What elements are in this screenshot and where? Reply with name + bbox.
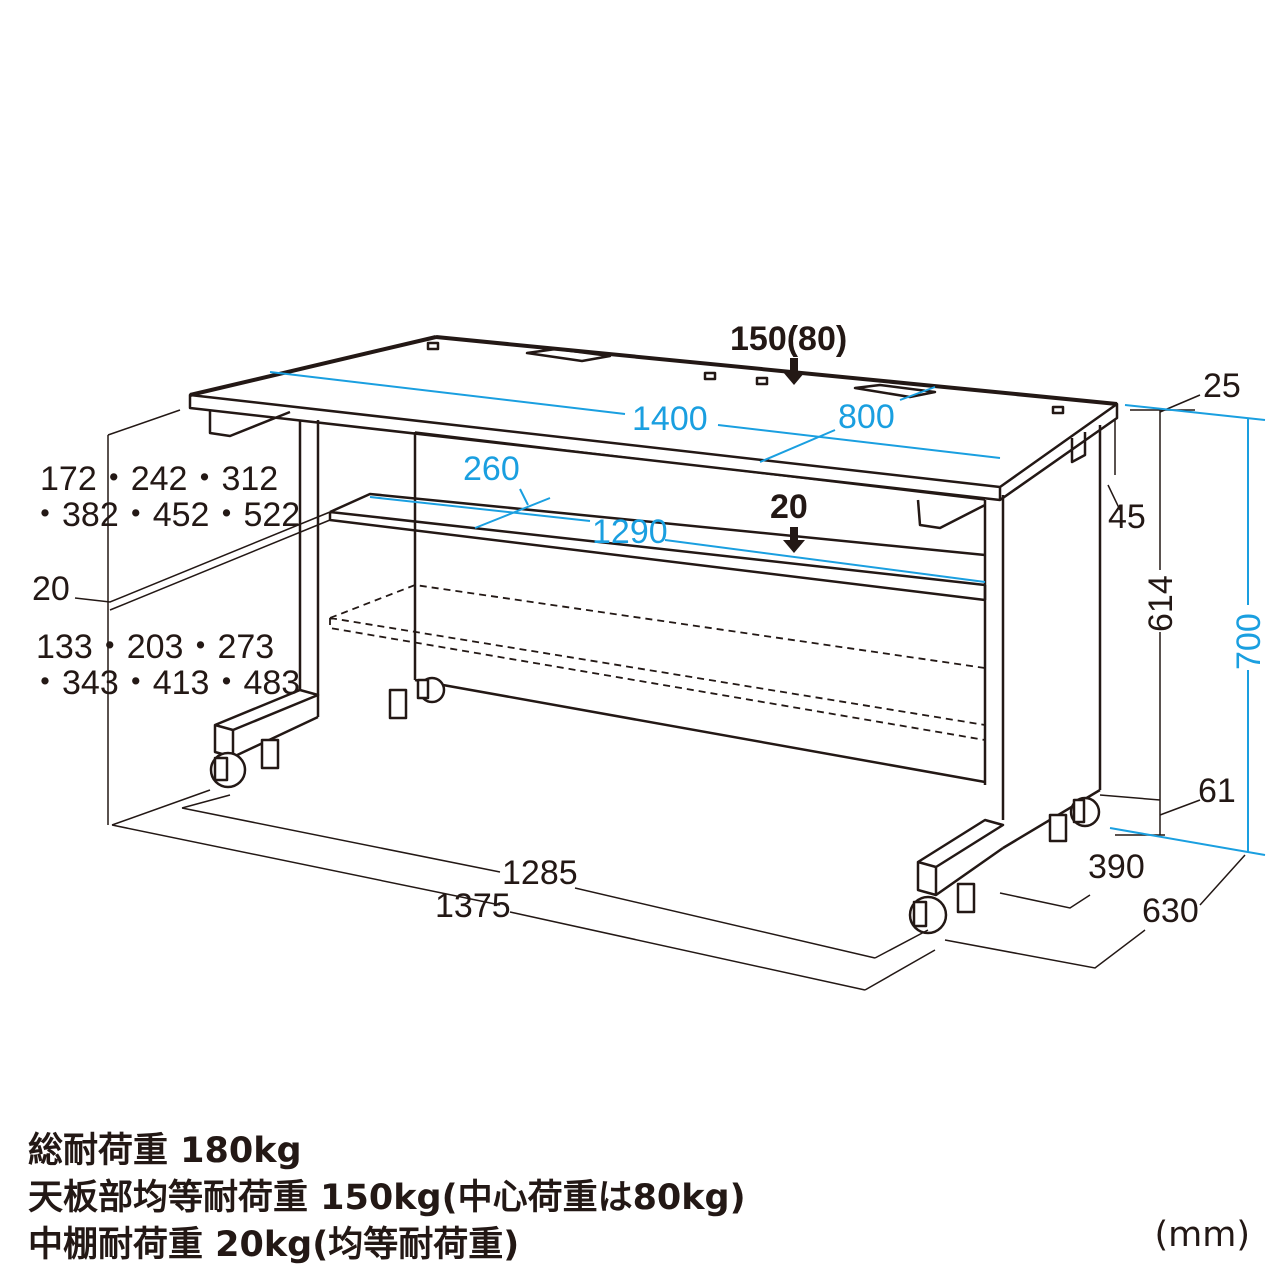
note-top-load: 天板部均等耐荷重 150kg(中心荷重は80kg) (28, 1178, 746, 1218)
leg-depth-label: 390 (1088, 848, 1145, 886)
shelf-width-label: 1290 (592, 513, 668, 551)
inner-width-label: 1285 (502, 854, 578, 892)
outer-width-label: 1375 (435, 887, 511, 925)
shelf-thickness-label: 20 (32, 570, 70, 608)
width-top-label: 1400 (632, 400, 708, 438)
note-shelf-load: 中棚耐荷重 20kg(均等耐荷重) (28, 1225, 520, 1265)
shelf-heights-upper-line2: ・382・452・522 (28, 496, 300, 534)
desk-outline (188, 335, 1119, 935)
black-dimension-lines (74, 394, 1246, 991)
top-load-arrow-icon (783, 358, 805, 385)
bottom-gap-label: 61 (1198, 772, 1236, 810)
total-depth-label: 630 (1142, 892, 1199, 930)
unit-label: (mm) (1154, 1215, 1251, 1255)
load-arrows (783, 358, 805, 553)
depth-top-label: 800 (838, 398, 895, 436)
clearance-height-label: 614 (1142, 575, 1180, 632)
shelf-heights-lower-line2: ・343・413・483 (28, 664, 300, 702)
total-height-label: 700 (1230, 613, 1268, 670)
shelf-heights-lower-line1: 133・203・273 (36, 628, 274, 666)
top-load-label: 150(80) (730, 320, 847, 358)
blue-dimension-lines (269, 371, 1266, 856)
shelf-depth-label: 260 (463, 450, 520, 488)
shelf-heights-upper-line1: 172・242・312 (40, 460, 278, 498)
load-notes: 総耐荷重 180kg 天板部均等耐荷重 150kg(中心荷重は80kg) 中棚耐… (28, 1128, 746, 1269)
shelf-load-label: 20 (770, 488, 808, 526)
apron-label: 45 (1108, 498, 1146, 536)
top-thickness-label: 25 (1203, 367, 1241, 405)
note-total-load: 総耐荷重 180kg (28, 1131, 302, 1171)
shelf-load-arrow-icon (783, 527, 805, 553)
